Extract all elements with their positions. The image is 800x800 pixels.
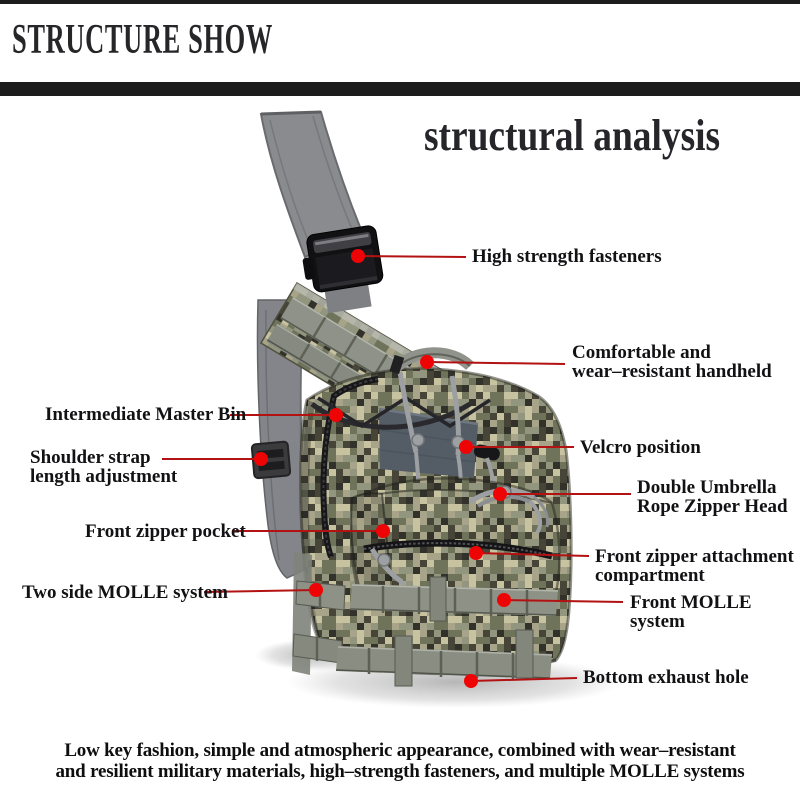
- front-pocket-zipper: [363, 539, 553, 560]
- side-molle-webbing: [292, 552, 346, 675]
- leader-front-zipper-pocket: [234, 524, 390, 538]
- leader-shoulder-strap-length-adjustment: [162, 452, 268, 466]
- banner-title: STRUCTURE SHOW: [12, 17, 273, 63]
- section-heading: structural analysis: [424, 111, 721, 160]
- leader-velcro-position: [459, 440, 574, 454]
- callout-label-bottom-exhaust-hole: Bottom exhaust hole: [583, 667, 749, 688]
- leader-front-zipper-attachment-compartment: [469, 546, 590, 560]
- callout-label-high-strength-fasteners: High strength fasteners: [472, 246, 662, 267]
- divider-band: [0, 82, 800, 96]
- leader-intermediate-master-bin: [230, 408, 343, 422]
- callout-label-comfortable-handheld: Comfortable and wear–resistant handheld: [572, 342, 772, 382]
- top-border: [0, 0, 800, 4]
- callout-label-front-molle-system: Front MOLLE system: [630, 592, 752, 632]
- front-molle-webbing: [335, 576, 559, 687]
- main-compartment-zipper: [320, 376, 379, 559]
- buckle-strap-stub: [324, 282, 372, 314]
- footer-text: Low key fashion, simple and atmospheric …: [55, 740, 745, 782]
- callout-label-shoulder-strap-length-adjustment: Shoulder strap length adjustment: [30, 447, 178, 487]
- callout-label-intermediate-master-bin: Intermediate Master Bin: [45, 404, 247, 425]
- callout-label-front-zipper-attachment-compartment: Front zipper attachment compartment: [595, 546, 794, 586]
- callout-label-velcro-position: Velcro position: [580, 437, 701, 458]
- callout-label-two-side-molle-system: Two side MOLLE system: [22, 582, 229, 603]
- leader-bottom-exhaust-hole: [464, 674, 578, 688]
- callout-label-double-umbrella-rope-zipper-head: Double Umbrella Rope Zipper Head: [637, 477, 788, 517]
- leader-comfortable-handheld: [420, 355, 566, 369]
- leader-high-strength-fasteners: [351, 249, 467, 263]
- leader-front-molle-system: [497, 593, 624, 607]
- callout-label-front-zipper-pocket: Front zipper pocket: [85, 521, 246, 542]
- leader-two-side-molle-system: [203, 583, 323, 597]
- leader-double-umbrella-rope-zipper-head: [493, 487, 631, 501]
